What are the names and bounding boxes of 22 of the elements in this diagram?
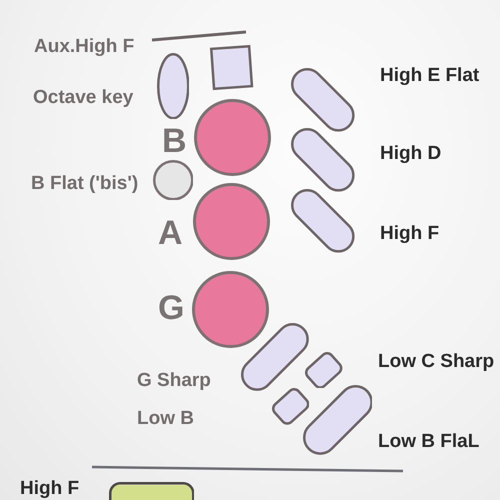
- key-line: [152, 29, 246, 43]
- key-label: Low B FlaL: [378, 432, 480, 451]
- oval-key: [156, 52, 190, 120]
- key-label: Low B: [137, 408, 194, 428]
- note-letter: G: [158, 290, 184, 325]
- key-label: Low C Sharp: [378, 352, 494, 371]
- key-label: High F: [380, 224, 440, 243]
- key-label: High F: [20, 478, 80, 498]
- key-label: High E Flat: [380, 66, 480, 85]
- wide-key: [108, 482, 194, 500]
- note-letter: B: [162, 124, 187, 158]
- key-label: Octave key: [33, 88, 134, 107]
- key-label: G Sharp: [137, 370, 211, 390]
- finger-key-circle: [192, 182, 270, 260]
- finger-key-circle: [192, 270, 268, 348]
- key-label: B Flat ('bis'): [31, 174, 138, 193]
- note-letter: A: [158, 216, 183, 250]
- key-label: High D: [380, 144, 442, 163]
- finger-key-circle: [194, 98, 270, 176]
- square-key: [210, 45, 254, 91]
- key-label: Aux.High F: [34, 36, 134, 56]
- small-round-key: [152, 160, 194, 200]
